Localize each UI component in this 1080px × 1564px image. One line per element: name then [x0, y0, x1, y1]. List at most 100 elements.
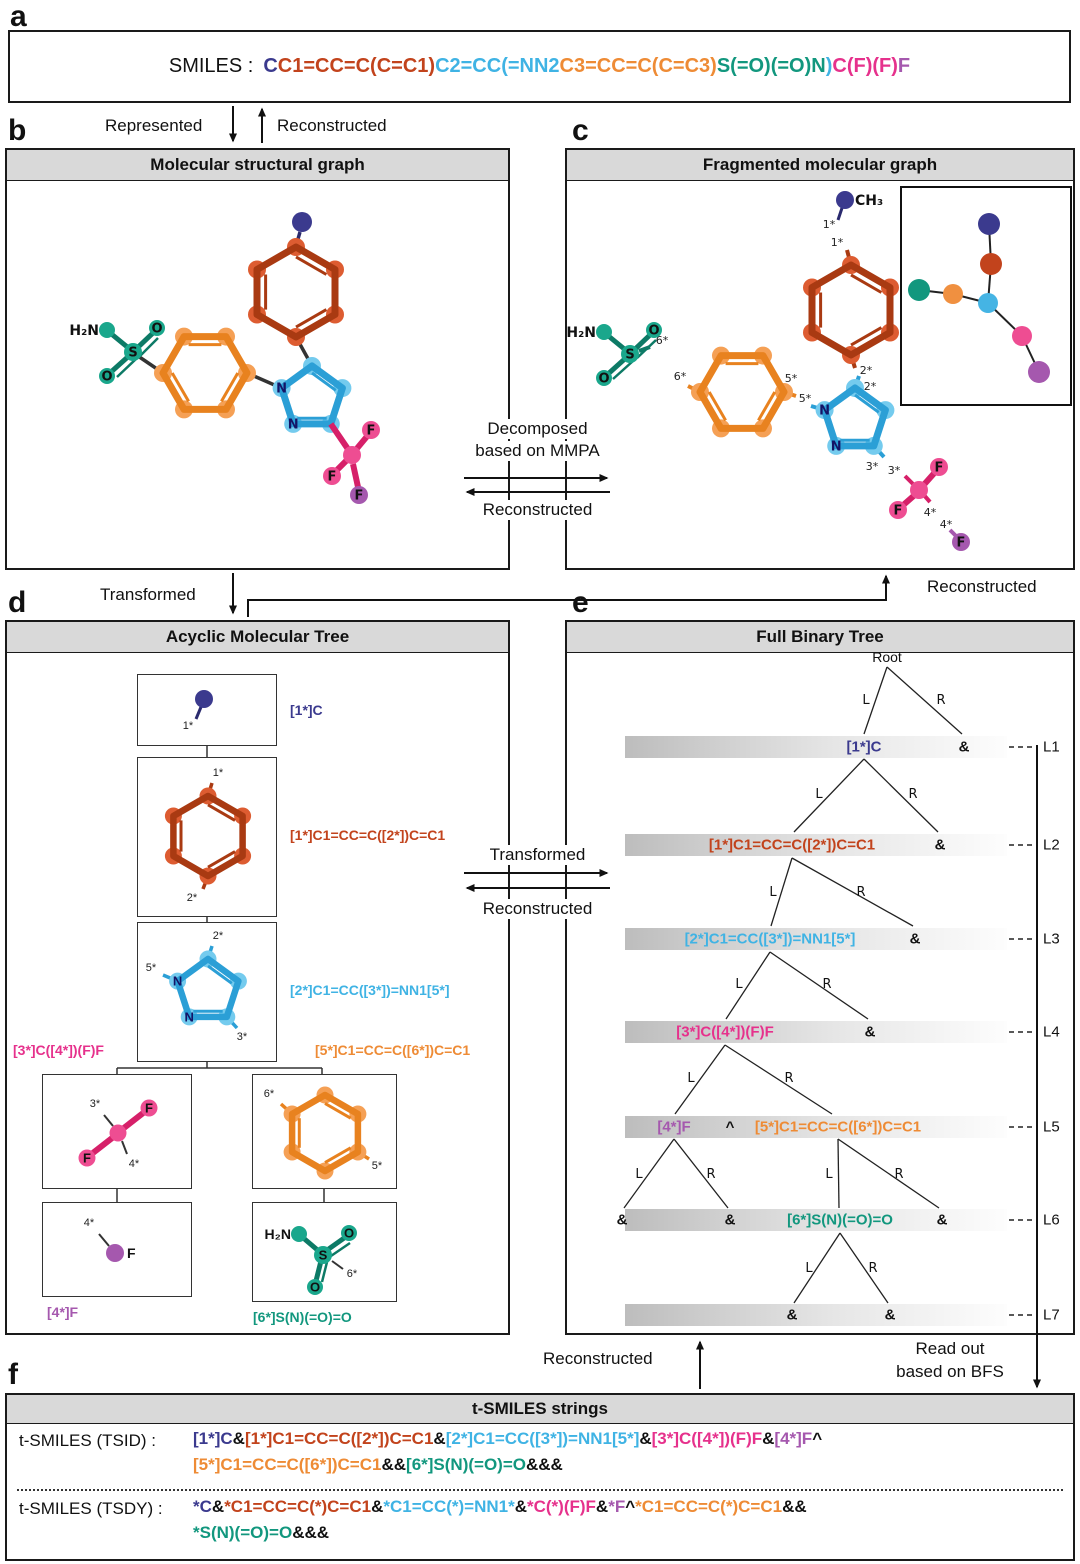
- attach-1-label: 1*: [213, 767, 224, 779]
- node-fluorine: [1028, 361, 1050, 383]
- smiles-segment: &: [371, 1497, 384, 1516]
- smiles-segment: &: [433, 1429, 446, 1448]
- red-benzene-ring: [248, 238, 344, 346]
- tree-node-methyl: [1*]C: [846, 738, 882, 756]
- fragment-box-benzene-red: 1* 2*: [137, 757, 277, 917]
- tree-node-amp: &: [884, 1306, 896, 1324]
- fragment-smiles-methyl: [1*]C: [290, 702, 323, 718]
- label-decomposed-2: based on MMPA: [460, 441, 615, 461]
- purple-fluorine-atom: [350, 486, 368, 504]
- cf2-drawing: 3* 4* F F: [78, 1098, 158, 1170]
- s-atom-label: S: [128, 346, 137, 361]
- smiles-segment: &&: [381, 1455, 407, 1474]
- label-readout-2: based on BFS: [896, 1362, 1004, 1381]
- level-bar-2: [625, 834, 1007, 856]
- fragment-box-fluorine: 4* F: [42, 1202, 192, 1297]
- tree-node-amp: &: [909, 930, 921, 948]
- smiles-segment: [6*]S(N)(=O)=O: [406, 1455, 526, 1474]
- smiles-segment: *S(N)(=O)=O: [193, 1523, 293, 1542]
- s-atom-label: S: [319, 1248, 328, 1263]
- smiles-segment: F: [897, 55, 911, 77]
- level-bar-3: [625, 928, 1007, 950]
- fluorine-fragment: 4* F: [940, 518, 970, 551]
- branch-l: L: [635, 1167, 643, 1182]
- branch-l: L: [769, 885, 777, 900]
- benzene-orange-drawing: 6* 5*: [264, 1086, 383, 1180]
- o-atom-label: O: [648, 324, 659, 339]
- f-atom-label: F: [957, 536, 966, 551]
- level-label-7: L7: [1043, 1306, 1060, 1324]
- level-bar-4: [625, 1021, 1007, 1043]
- tree-node-amp: &: [958, 738, 970, 756]
- attach-5-label: 5*: [785, 372, 798, 385]
- attach-4-label: 4*: [940, 518, 953, 531]
- level-label-2: L2: [1043, 836, 1060, 854]
- smiles-segment: &&&: [526, 1455, 563, 1474]
- fragment-box-benzene-orange: 6* 5*: [252, 1074, 397, 1189]
- label-reconstructed-ef: Reconstructed: [543, 1349, 653, 1368]
- panel-letter-e: e: [572, 586, 589, 619]
- smiles-segment: C3=CC=C(C=C3): [559, 55, 717, 77]
- attach-2-label: 2*: [860, 364, 873, 377]
- branch-r: R: [894, 1167, 903, 1182]
- n2-label: N: [288, 417, 299, 432]
- node-benzene-red: [980, 253, 1002, 275]
- label-readout-1: Read out: [915, 1339, 985, 1358]
- fragment-box-sulfonamide: 6* S O O H₂N: [252, 1202, 397, 1302]
- label-reconstructed-de: Reconstructed: [460, 899, 615, 919]
- n2-label: N: [185, 1009, 194, 1024]
- smiles-segment: &&: [782, 1497, 807, 1516]
- panel-d-acyclic-tree: Acyclic Molecular Tree 1* [1*]C: [5, 620, 510, 1335]
- red-benzene-fragment: 1* 2*: [803, 236, 899, 377]
- tsdy-string-line1: *C&*C1=CC=C(*)C=C1&*C1=CC(*)=NN1*&*C(*)(…: [193, 1497, 807, 1517]
- h2n-label: H₂N: [69, 323, 99, 339]
- panel-letter-c: c: [572, 114, 589, 147]
- smiles-segment: *C(*)(F)F: [527, 1497, 596, 1516]
- f-atom-label: F: [127, 1245, 136, 1261]
- h2n-label: H₂N: [265, 1226, 291, 1242]
- branch-r: R: [822, 977, 831, 992]
- branch-l: L: [862, 693, 870, 708]
- panel-c-fragmented-graph: Fragmented molecular graph CH₃ 1* 1* 2*: [565, 148, 1075, 570]
- tsid-label: t-SMILES (TSID) :: [19, 1431, 156, 1450]
- smiles-segment: *C1=CC(*)=NN1*: [383, 1497, 515, 1516]
- ch3-label: CH₃: [855, 193, 883, 209]
- label-decomposed-1: Decomposed: [460, 419, 615, 439]
- tree-node-cf2: [3*]C([4*])(F)F: [676, 1023, 774, 1041]
- panel-b-structural-graph: Molecular structural graph: [5, 148, 510, 570]
- branch-l: L: [805, 1261, 813, 1276]
- attach-1-label: 1*: [831, 236, 844, 249]
- pyrazole-ring: N N: [272, 357, 352, 433]
- trifluoromethyl-group: F F F: [323, 421, 380, 504]
- branch-l: L: [815, 787, 823, 802]
- tree-node-sulfonamide: [6*]S(N)(=O)=O: [787, 1211, 893, 1229]
- attach-5-label: 5*: [799, 392, 812, 405]
- sulfonamide-group: S O O H₂N: [69, 320, 165, 385]
- f-atom-label: F: [83, 1151, 91, 1166]
- junction-tree-inset: [900, 186, 1072, 406]
- label-reconstructed-ab: Reconstructed: [277, 116, 387, 135]
- orange-benzene-fragment: 5* 6*: [674, 346, 798, 438]
- panel-e-binary-tree: Full Binary Tree: [565, 620, 1075, 1335]
- o-atom-label: O: [101, 370, 112, 385]
- fragmented-molecule: CH₃ 1* 1* 2* 2*: [567, 186, 1072, 551]
- tsdy-label: t-SMILES (TSDY) :: [19, 1499, 163, 1518]
- panel-f-tsmiles: t-SMILES strings t-SMILES (TSID) : [1*]C…: [5, 1393, 1075, 1561]
- smiles-segment: [4*]F: [774, 1429, 813, 1448]
- sulfonamide-fragment: 6* S O O H₂N: [567, 322, 669, 387]
- tree-node-caret: ^: [725, 1118, 735, 1136]
- branch-r: R: [868, 1261, 877, 1276]
- tree-node-benzene-orange: [5*]C1=CC=C([6*])C=C1: [754, 1118, 922, 1136]
- level-label-3: L3: [1043, 930, 1060, 948]
- label-reconstructed-bc: Reconstructed: [460, 500, 615, 520]
- smiles-segment: &: [514, 1497, 527, 1516]
- smiles-segment: ^: [625, 1497, 636, 1516]
- methyl-group: [292, 212, 312, 232]
- fragment-box-cf2: 3* 4* F F: [42, 1074, 192, 1189]
- tree-node-amp: &: [616, 1211, 628, 1229]
- pyrazole-drawing: 2* 5* 3* N N: [146, 930, 248, 1043]
- level-bar-1: [625, 736, 1007, 758]
- smiles-segment: *C: [193, 1497, 212, 1516]
